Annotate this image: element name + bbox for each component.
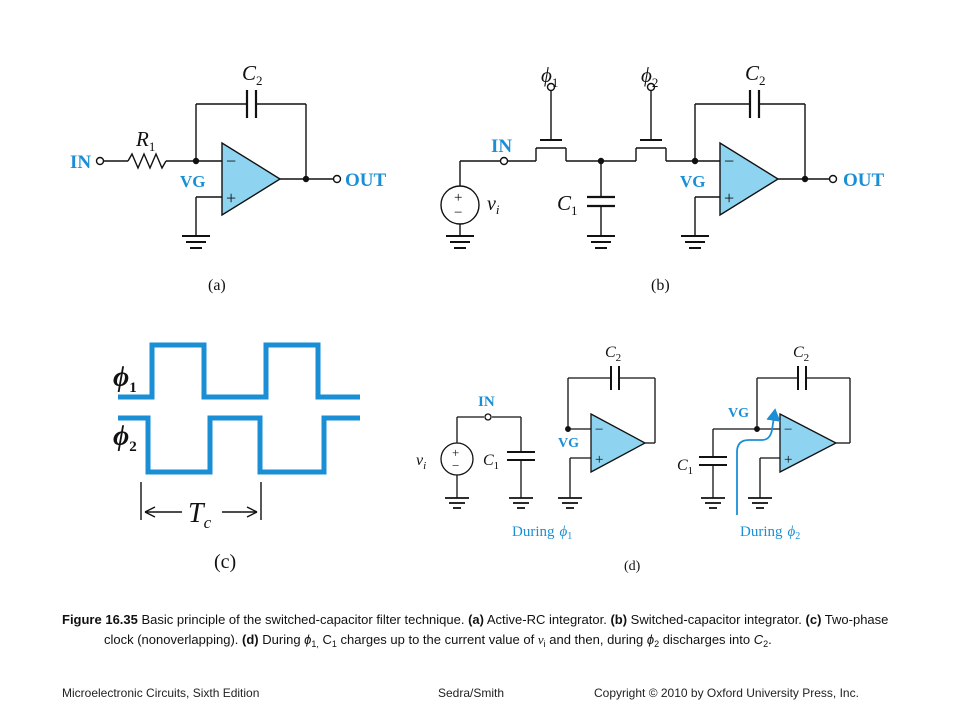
vg-label-d2: VG: [728, 406, 749, 421]
footer-copyright: Copyright © 2010 by Oxford University Pr…: [594, 686, 859, 700]
caption-b-text: Switched-capacitor integrator.: [627, 612, 806, 627]
caption-d-end: .: [768, 632, 772, 647]
caption-d-phi2-sub: 2: [654, 639, 660, 649]
opamp-d2: [779, 412, 838, 474]
opamp-b-minus: −: [724, 151, 734, 171]
phi1-terminal: [546, 82, 556, 92]
panel-d-during-phi2: [699, 366, 851, 509]
caption-d-text-2: C: [318, 632, 332, 647]
out-label-b: OUT: [843, 170, 885, 191]
vi-source-minus-b: −: [454, 205, 462, 221]
opamp-d1: [590, 412, 647, 474]
out-label-a: OUT: [345, 170, 387, 191]
caption-text-intro: Basic principle of the switched-capacito…: [137, 612, 469, 627]
in-label-b: IN: [491, 136, 512, 157]
caption-d-c2: C: [753, 632, 764, 647]
tc-period-dimension: [140, 482, 262, 520]
panel-b-switched-capacitor-integrator: [440, 82, 838, 249]
caption-d-vi: v: [537, 632, 544, 647]
c2-label-b: C2: [745, 61, 766, 88]
panel-a-active-rc-integrator: [95, 90, 342, 249]
caption-figure-label: Figure 16.35: [62, 612, 138, 627]
in-terminal-a: [95, 156, 105, 166]
panel-c-two-phase-clock: [118, 342, 360, 475]
in-terminal-d: [484, 413, 492, 421]
caption-d-phi1-sub: 1,: [311, 639, 319, 649]
clock-phi1-waveform: [118, 342, 360, 400]
phi2-terminal: [646, 82, 656, 92]
panel-c-label: (c): [214, 551, 236, 573]
caption-d-text-5: discharges into: [659, 632, 754, 647]
tc-label: Tc: [188, 498, 212, 532]
phi1-label-b: ϕ1: [541, 63, 558, 90]
c2-label-a: C2: [242, 61, 263, 88]
in-label-a: IN: [70, 152, 91, 173]
opamp-d2-plus: +: [784, 452, 792, 468]
opamp-a: [221, 141, 282, 217]
out-terminal-b: [828, 174, 838, 184]
c2-label-d1: C2: [605, 344, 621, 364]
resistor-r1: [127, 152, 167, 170]
caption-b-tag: (b): [610, 612, 628, 627]
panel-a-label: (a): [208, 277, 226, 294]
c1-label-d1: C1: [483, 452, 499, 472]
opamp-b-plus: +: [724, 188, 734, 208]
caption-d-vi-sub: i: [543, 639, 546, 649]
phi1-label-c: ϕ1: [113, 362, 137, 396]
panel-b-label: (b): [651, 277, 670, 294]
panel-d-label: (d): [624, 559, 641, 574]
opamp-d1-plus: +: [595, 452, 603, 468]
caption-a-text: Active-RC integrator.: [483, 612, 611, 627]
panel-d-during-phi1: [440, 366, 656, 509]
phi2-label-b: ϕ2: [641, 63, 658, 90]
vi-label-d: vi: [416, 452, 426, 472]
caption-d-text-3: charges up to the current value of: [336, 632, 538, 647]
vi-label-b: vi: [487, 193, 500, 217]
in-terminal-b: [499, 156, 509, 166]
vg-label-d1: VG: [558, 436, 579, 451]
caption-d-c2-sub: 2: [763, 639, 769, 649]
caption-d-tag: (d): [242, 632, 259, 647]
opamp-b: [719, 141, 780, 217]
vi-source-plus-d: +: [452, 445, 459, 460]
out-terminal-a: [332, 174, 342, 184]
figure-caption: Figure 16.35 Basic principle of the swit…: [62, 610, 922, 650]
vi-source-minus-d: −: [452, 458, 459, 473]
footer-book-title: Microelectronic Circuits, Sixth Edition: [62, 686, 260, 700]
caption-d-text-4: and then, during: [545, 632, 647, 647]
caption-d-phi1: ϕ: [304, 632, 312, 647]
opamp-d2-minus: −: [784, 422, 792, 438]
charge-flow-arrow: [736, 408, 781, 515]
c2-label-d2: C2: [793, 344, 809, 364]
opamp-d1-minus: −: [595, 422, 603, 438]
caption-d-text-1: During: [258, 632, 305, 647]
opamp-a-plus: +: [226, 188, 236, 208]
vg-label-b: VG: [680, 172, 706, 191]
in-label-d: IN: [478, 394, 495, 410]
caption-d-phi2: ϕ: [646, 632, 655, 647]
r1-label: R1: [135, 127, 155, 154]
footer-authors: Sedra/Smith: [438, 686, 505, 700]
c1-label-d2: C1: [677, 457, 693, 477]
caption-c-text-1: Two-phase: [821, 612, 889, 627]
opamp-a-minus: −: [226, 151, 236, 171]
vi-source-plus-b: +: [454, 190, 462, 206]
clock-phi2-waveform: [118, 415, 360, 475]
caption-d-c1-sub: 1: [331, 639, 337, 649]
caption-c-tag: (c): [805, 612, 822, 627]
vg-label-a: VG: [180, 172, 206, 191]
caption-a-tag: (a): [468, 612, 484, 627]
c1-label-b: C1: [557, 191, 578, 218]
phi2-label-c: ϕ2: [113, 421, 137, 455]
caption-c-text-2: clock (nonoverlapping).: [104, 632, 243, 647]
